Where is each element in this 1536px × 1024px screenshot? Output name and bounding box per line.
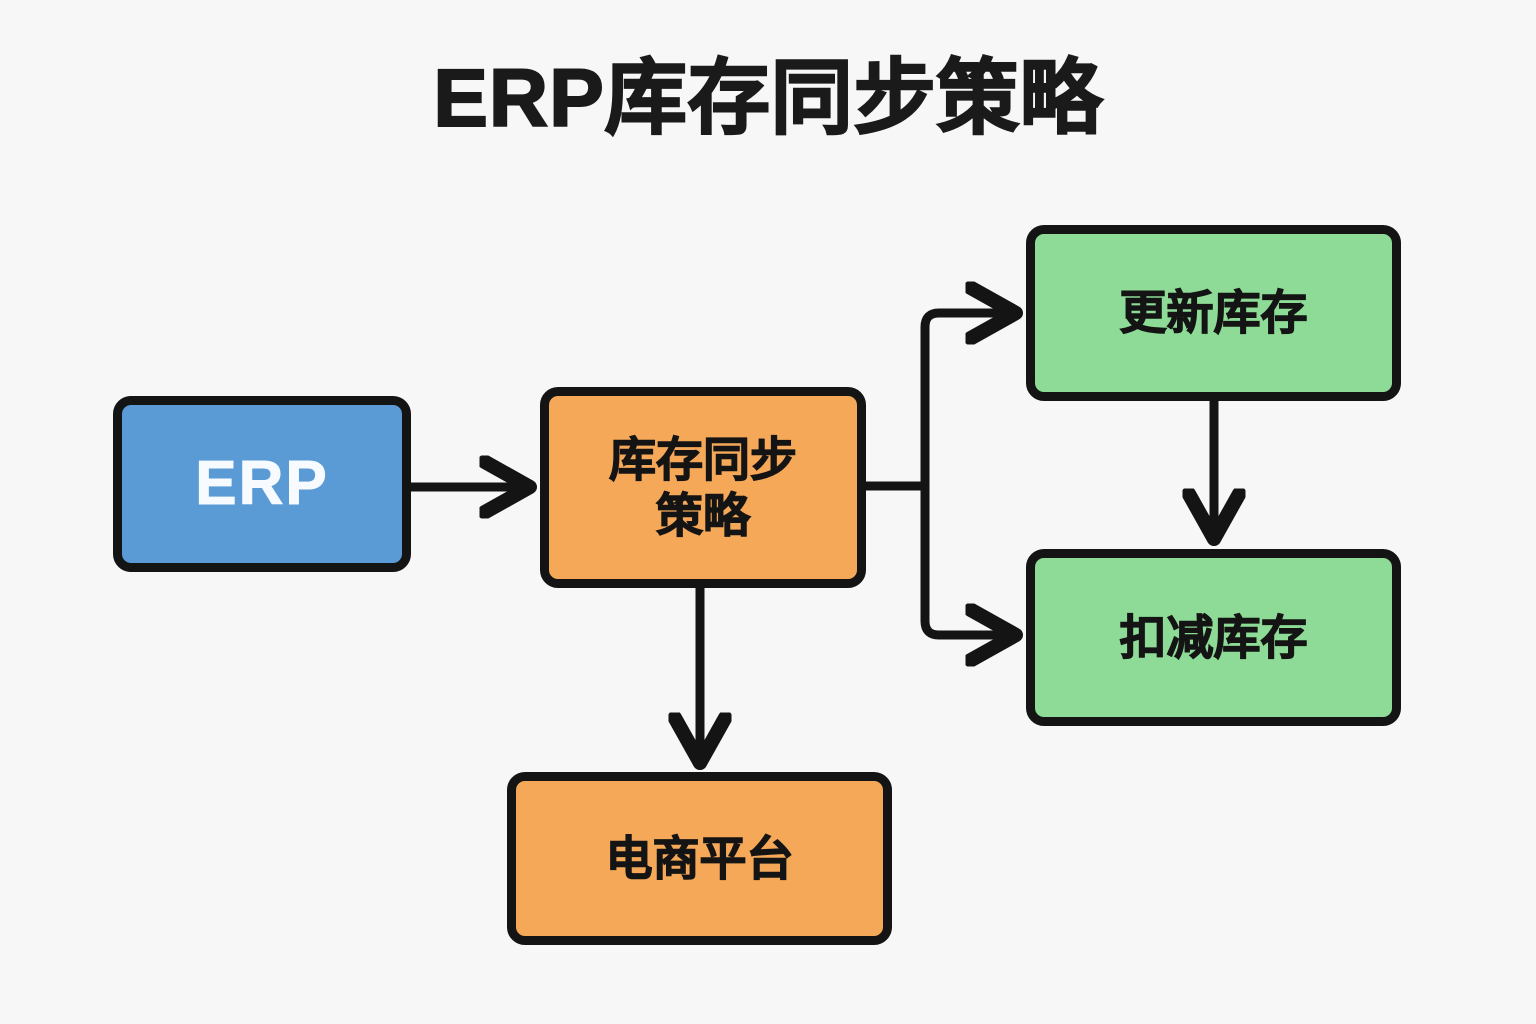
node-update-stock-label: 更新库存 [1119, 286, 1308, 340]
node-update-stock[interactable]: 更新库存 [1026, 225, 1401, 401]
node-inventory-sync-strategy[interactable]: 库存同步 策略 [540, 387, 866, 588]
edge-strategy-to-update-stock [920, 313, 1014, 490]
node-inventory-sync-strategy-label: 库存同步 策略 [608, 432, 797, 542]
node-ecommerce-platform[interactable]: 电商平台 [507, 772, 892, 945]
node-erp-label: ERP [195, 449, 329, 519]
node-ecommerce-platform-label: 电商平台 [605, 831, 794, 885]
diagram-title: ERP库存同步策略 [432, 52, 1103, 145]
node-deduct-stock[interactable]: 扣减库存 [1026, 549, 1401, 726]
edge-strategy-to-deduct-stock [920, 482, 1014, 635]
node-erp[interactable]: ERP [113, 396, 411, 572]
node-deduct-stock-label: 扣减库存 [1119, 610, 1308, 664]
